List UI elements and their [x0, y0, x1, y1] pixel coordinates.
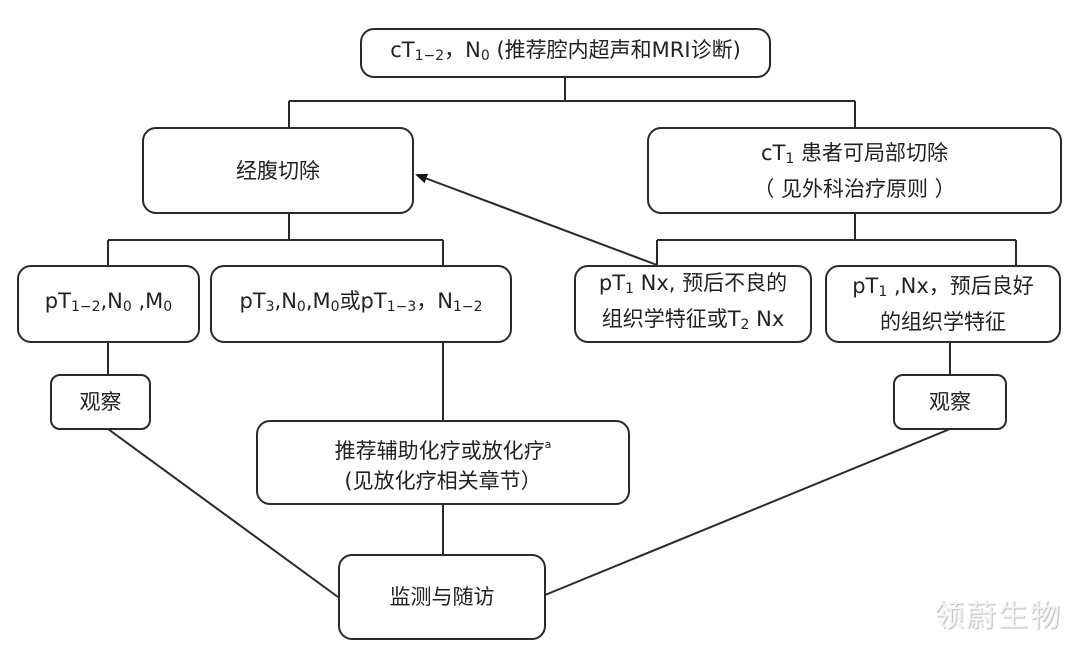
- label-text: 监测与随访: [389, 585, 495, 609]
- label-text: pT: [598, 271, 626, 295]
- node-label-line: cT1−2，N0 (推荐腔内超声和MRI诊断): [390, 35, 741, 71]
- node-label-line: 监测与随访: [390, 582, 495, 612]
- node-pt1-unfavorable: pT1 Nx, 预后不良的组织学特征或T2 Nx: [574, 265, 812, 343]
- label-text: 或pT: [339, 289, 387, 313]
- node-label-line: 观察: [929, 387, 971, 417]
- node-followup: 监测与随访: [338, 554, 546, 640]
- label-text: ，N: [444, 38, 481, 62]
- label-text: pT: [852, 274, 879, 298]
- label-text: ,N: [100, 289, 123, 313]
- node-label-line: 的组织学特征: [880, 307, 1006, 337]
- subscript: 1−2: [414, 48, 445, 64]
- node-pt3-or-n12: pT3,N0,M0或pT1−3，N1−2: [210, 265, 512, 343]
- subscript: 1−3: [386, 299, 417, 315]
- subscript: 1: [785, 150, 795, 167]
- label-text: ,M: [131, 289, 164, 313]
- node-label-line: 组织学特征或T2 Nx: [602, 304, 785, 340]
- node-label-line: pT1 Nx, 预后不良的: [599, 268, 787, 304]
- label-text: ,Nx，预后良好: [887, 274, 1034, 298]
- label-text: 观察: [79, 390, 122, 414]
- edge-unfav-to-transabdominal-arrow: [415, 173, 658, 266]
- label-text: cT: [761, 140, 786, 165]
- subscript: 1−2: [70, 299, 101, 315]
- label-text: Nx: [749, 307, 785, 331]
- subscript: 1: [878, 284, 888, 300]
- node-label-line: 推荐辅助化疗或放化疗a: [335, 430, 552, 466]
- label-text: ,N: [274, 289, 297, 313]
- node-label-line: pT1 ,Nx，预后良好: [852, 271, 1034, 307]
- label-text: (见放化疗相关章节）: [344, 468, 542, 493]
- label-text: cT: [390, 38, 415, 62]
- node-label-line: 经腹切除: [236, 156, 320, 186]
- node-root: cT1−2，N0 (推荐腔内超声和MRI诊断): [360, 28, 771, 78]
- node-adjuvant-therapy: 推荐辅助化疗或放化疗a(见放化疗相关章节）: [256, 420, 630, 505]
- label-text: pT: [44, 289, 71, 313]
- subscript: 3: [265, 299, 275, 315]
- subscript: 0: [330, 299, 340, 315]
- edge-observe-right-to-followup: [544, 428, 951, 596]
- node-label-line: （ 见外科治疗原则 ）: [753, 174, 955, 204]
- subscript: 0: [122, 299, 132, 315]
- label-text: 推荐辅助化疗或放化疗: [334, 438, 545, 463]
- label-text: 组织学特征或T: [601, 307, 741, 331]
- node-label-line: cT1 患者可局部切除: [761, 138, 948, 174]
- label-text: pT: [239, 289, 266, 313]
- label-text: 患者可局部切除: [794, 140, 948, 165]
- subscript: 0: [163, 299, 173, 315]
- node-transabdominal-resection: 经腹切除: [142, 127, 414, 214]
- node-observe-right: 观察: [893, 374, 1007, 430]
- subscript: 0: [480, 48, 490, 64]
- label-text: Nx, 预后不良的: [633, 271, 788, 295]
- node-label-line: 观察: [80, 387, 122, 417]
- label-text: （ 见外科治疗原则 ）: [753, 176, 956, 201]
- node-local-excision: cT1 患者可局部切除（ 见外科治疗原则 ）: [647, 127, 1062, 214]
- label-text: ，N: [416, 289, 453, 313]
- watermark: 领蔚生物: [934, 599, 1062, 634]
- subscript: 1−2: [453, 299, 483, 315]
- label-text: ,M: [305, 289, 331, 313]
- node-label-line: (见放化疗相关章节）: [344, 466, 541, 496]
- edge-observe-left-to-followup: [107, 428, 339, 598]
- node-label-line: pT3,N0,M0或pT1−3，N1−2: [239, 286, 482, 322]
- subscript: 0: [296, 299, 306, 315]
- subscript: 2: [740, 317, 750, 333]
- label-text: (推荐腔内超声和MRI诊断): [489, 38, 741, 62]
- footnote-marker: a: [544, 437, 552, 451]
- label-text: 的组织学特征: [880, 310, 1006, 334]
- node-pt1-favorable: pT1 ,Nx，预后良好的组织学特征: [825, 265, 1061, 343]
- node-observe-left: 观察: [50, 374, 151, 430]
- label-text: 经腹切除: [236, 158, 320, 183]
- label-text: 观察: [929, 390, 971, 414]
- node-label-line: pT1−2,N0 ,M0: [45, 286, 172, 322]
- node-pt12-n0-m0: pT1−2,N0 ,M0: [17, 265, 200, 343]
- subscript: 1: [625, 281, 634, 297]
